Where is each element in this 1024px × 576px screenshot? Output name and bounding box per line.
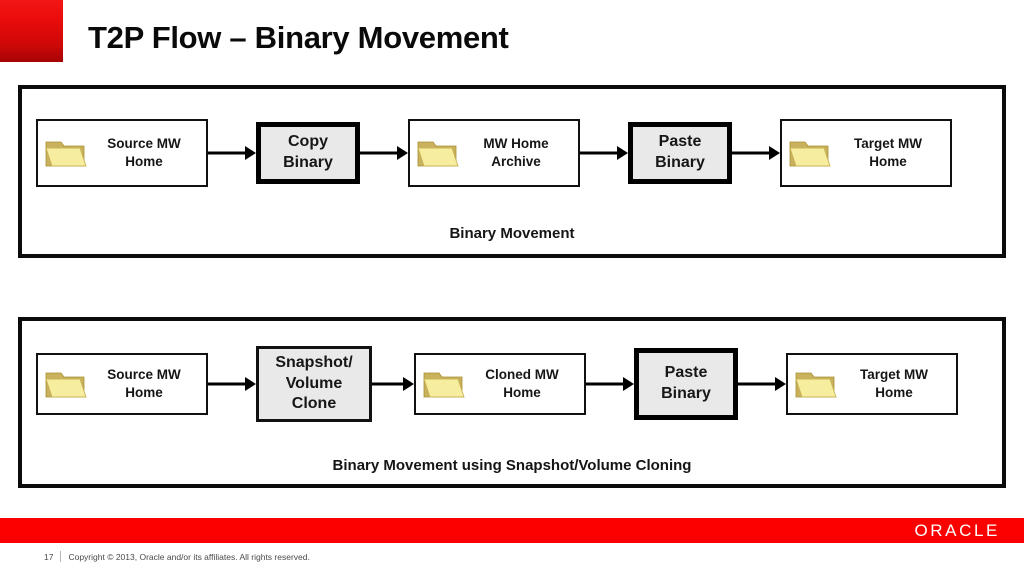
node-label: Source MW Home [107, 367, 181, 400]
flow-panel-binary-movement: Source MW Home Copy Binary MW Home Archi… [18, 85, 1006, 258]
node-snapshot-volume-clone[interactable]: Snapshot/ Volume Clone [256, 346, 372, 422]
node-paste-binary[interactable]: Paste Binary [628, 122, 732, 184]
node-target-mw-home[interactable]: Target MW Home [786, 353, 958, 415]
flow-row: Source MW Home Copy Binary MW Home Archi… [22, 119, 1002, 187]
flow-arrow [580, 147, 628, 159]
node-label: Copy Binary [283, 133, 333, 171]
flow-arrow [372, 378, 414, 390]
node-label: Paste Binary [655, 133, 705, 171]
page-title: T2P Flow – Binary Movement [88, 20, 509, 55]
footer-bar: ORACLE [0, 518, 1024, 543]
folder-icon [417, 141, 459, 167]
node-copy-binary[interactable]: Copy Binary [256, 122, 360, 184]
footer-meta: 17 Copyright © 2013, Oracle and/or its a… [44, 551, 310, 562]
flow-arrow [586, 378, 634, 390]
node-label: Paste Binary [661, 364, 711, 402]
node-label: Source MW Home [107, 136, 181, 169]
oracle-logo: ORACLE [914, 520, 1000, 540]
folder-icon [795, 372, 837, 398]
node-source-mw-home[interactable]: Source MW Home [36, 119, 208, 187]
node-label: Target MW Home [854, 136, 922, 169]
node-label: Target MW Home [860, 367, 928, 400]
folder-icon [45, 372, 87, 398]
footer-divider [60, 551, 62, 562]
flow-arrow [208, 147, 256, 159]
copyright-text: Copyright © 2013, Oracle and/or its affi… [68, 551, 310, 562]
node-target-mw-home[interactable]: Target MW Home [780, 119, 952, 187]
node-source-mw-home[interactable]: Source MW Home [36, 353, 208, 415]
node-label: Cloned MW Home [485, 367, 559, 400]
folder-icon [789, 141, 831, 167]
flow-arrow [208, 378, 256, 390]
flow-arrow [360, 147, 408, 159]
flow-arrow [738, 378, 786, 390]
flow-panel-snapshot-cloning: Source MW Home Snapshot/ Volume Clone Cl… [18, 317, 1006, 488]
node-cloned-mw-home[interactable]: Cloned MW Home [414, 353, 586, 415]
node-label: MW Home Archive [483, 136, 549, 169]
node-label: Snapshot/ Volume Clone [275, 353, 353, 413]
flow-row: Source MW Home Snapshot/ Volume Clone Cl… [22, 345, 1002, 423]
page-number: 17 [44, 551, 54, 562]
folder-icon [423, 372, 465, 398]
flow-arrow [732, 147, 780, 159]
panel-caption: Binary Movement [449, 225, 575, 242]
brand-accent-block [0, 0, 63, 62]
folder-icon [45, 141, 87, 167]
node-mw-home-archive[interactable]: MW Home Archive [408, 119, 580, 187]
panel-caption: Binary Movement using Snapshot/Volume Cl… [332, 457, 692, 474]
node-paste-binary[interactable]: Paste Binary [634, 348, 738, 420]
